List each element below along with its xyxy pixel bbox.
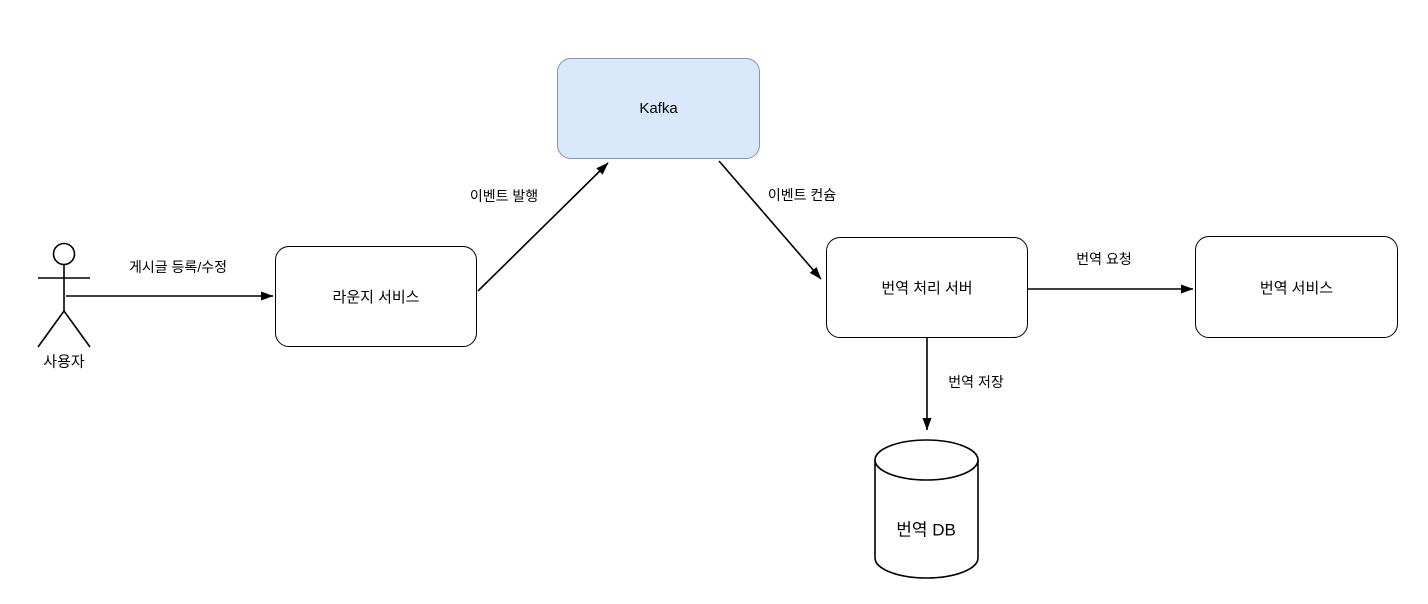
edge-event-consume-arrow — [718, 160, 822, 280]
edge-event-consume-label: 이벤트 컨슘 — [765, 185, 839, 205]
edge-event-publish-label: 이벤트 발행 — [467, 186, 541, 206]
edge-register-post-label: 게시글 등록/수정 — [127, 257, 229, 277]
edge-translation-save-label: 번역 저장 — [946, 372, 1006, 392]
node-translation-service-label: 번역 서비스 — [1259, 279, 1334, 297]
edge-translation-request-label: 번역 요청 — [1074, 249, 1134, 269]
database-cylinder — [874, 439, 979, 579]
actor-user-icon — [37, 242, 91, 348]
node-translation-db-label: 번역 DB — [896, 520, 956, 540]
node-kafka: Kafka — [557, 58, 760, 159]
edge-event-publish-arrow — [477, 162, 609, 292]
actor-user-label: 사용자 — [43, 353, 85, 371]
node-lounge-service: 라운지 서비스 — [275, 246, 477, 347]
node-translation-server: 번역 처리 서버 — [826, 237, 1028, 338]
node-lounge-service-label: 라운지 서비스 — [332, 289, 420, 306]
node-translation-service: 번역 서비스 — [1195, 236, 1398, 338]
node-kafka-label: Kafka — [639, 100, 678, 117]
node-translation-server-label: 번역 처리 서버 — [881, 280, 973, 297]
